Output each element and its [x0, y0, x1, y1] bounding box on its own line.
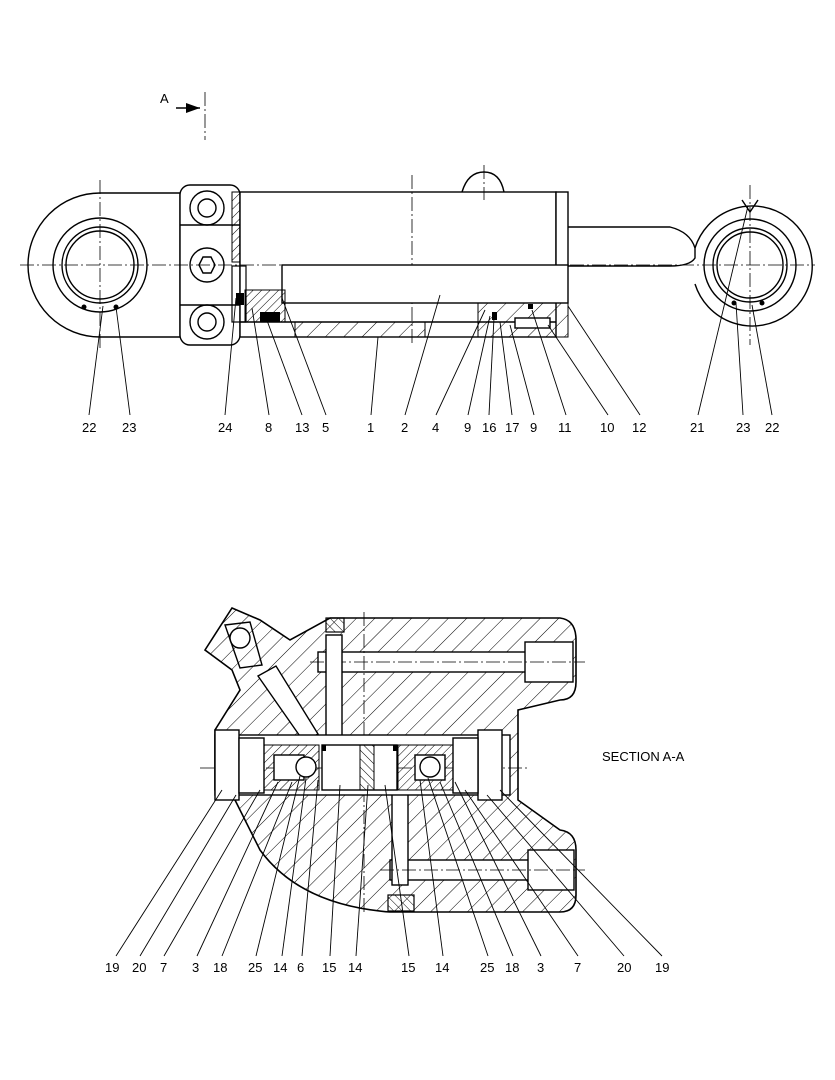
callout-24: 24 [218, 420, 232, 435]
callout-14b: 14 [348, 960, 362, 975]
piston-rod [20, 226, 815, 304]
callout-15: 15 [322, 960, 336, 975]
upper-port [310, 641, 585, 683]
top-leader-lines [88, 205, 773, 416]
callout-25b: 25 [480, 960, 494, 975]
callout-20: 20 [132, 960, 146, 975]
callout-4: 4 [432, 420, 439, 435]
callout-18b: 18 [505, 960, 519, 975]
lower-port [380, 784, 585, 912]
callout-3: 3 [192, 960, 199, 975]
callout-12: 12 [632, 420, 646, 435]
top-callouts: 22 23 24 8 13 5 1 2 4 9 16 17 9 11 10 12… [82, 420, 779, 435]
callout-22b: 22 [765, 420, 779, 435]
central-bore [200, 729, 530, 801]
callout-7b: 7 [574, 960, 581, 975]
callout-8: 8 [265, 420, 272, 435]
callout-6: 6 [297, 960, 304, 975]
callout-3b: 3 [537, 960, 544, 975]
angled-port [224, 621, 319, 743]
callout-23: 23 [122, 420, 136, 435]
callout-25: 25 [248, 960, 262, 975]
right-eye-mount [694, 185, 813, 345]
callout-20b: 20 [617, 960, 631, 975]
callout-7: 7 [160, 960, 167, 975]
callout-18: 18 [213, 960, 227, 975]
callout-16: 16 [482, 420, 496, 435]
callout-2: 2 [401, 420, 408, 435]
rod-gland [477, 302, 569, 338]
callout-1: 1 [367, 420, 374, 435]
callout-15b: 15 [401, 960, 415, 975]
callout-11: 11 [558, 420, 572, 435]
section-leader-lines [115, 775, 663, 957]
section-callouts: 19 20 7 3 18 25 14 6 15 14 15 14 25 18 3… [105, 960, 669, 975]
section-title: SECTION A-A [602, 749, 685, 764]
callout-14: 14 [273, 960, 287, 975]
piston [231, 265, 286, 323]
callout-21: 21 [690, 420, 704, 435]
callout-13: 13 [295, 420, 309, 435]
callout-19b: 19 [655, 960, 669, 975]
callout-9: 9 [464, 420, 471, 435]
cylinder-side-view: A [20, 91, 815, 435]
callout-10: 10 [600, 420, 614, 435]
section-marker-a: A [160, 91, 206, 140]
callout-22: 22 [82, 420, 96, 435]
callout-23b: 23 [736, 420, 750, 435]
section-a-a-view: SECTION A-A 19 20 7 3 [105, 606, 685, 975]
callout-9b: 9 [530, 420, 537, 435]
callout-14c: 14 [435, 960, 449, 975]
callout-19: 19 [105, 960, 119, 975]
section-marker-label: A [160, 91, 169, 106]
callout-17: 17 [505, 420, 519, 435]
callout-5: 5 [322, 420, 329, 435]
